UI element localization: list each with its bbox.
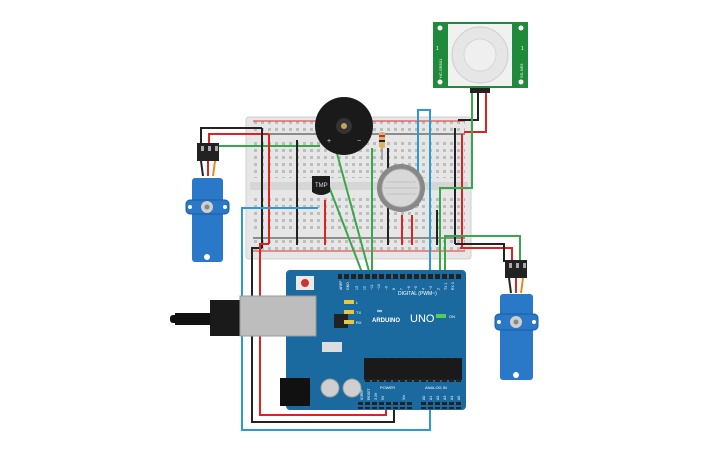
digital-label: DIGITAL (PWM~)	[398, 291, 437, 297]
analog-pin-label: A3	[443, 396, 447, 400]
power-label: POWER	[380, 385, 395, 390]
analog-label: ANALOG IN	[425, 385, 447, 390]
analog-pin-label: A1	[429, 396, 433, 400]
wire-arduino-gnd	[251, 247, 395, 423]
center-channel	[250, 182, 468, 190]
buzzer-minus-label: −	[357, 138, 361, 145]
pir-side-label: SS-NE9	[519, 63, 524, 78]
vin-label: Vin	[402, 395, 406, 400]
wire-left-servo-gnd	[200, 127, 262, 146]
arduino-infinity-logo: ∞	[377, 308, 382, 315]
servo-left[interactable]	[185, 143, 230, 262]
wire-right-servo-vcc	[460, 247, 513, 262]
wire-arduino-5v	[259, 243, 387, 416]
digital-pin-label: 4	[422, 288, 426, 290]
digital-pin-label: RX 0	[451, 282, 455, 290]
digital-pin-label: 13	[355, 286, 359, 290]
wire-pir-signal	[439, 92, 473, 275]
wire-tmp-signal	[324, 175, 364, 276]
analog-pin-label: A2	[436, 396, 440, 400]
gas-sensor[interactable]	[377, 164, 425, 212]
rx-label: RX	[356, 320, 362, 325]
wire-right-servo-gnd	[455, 243, 505, 262]
arduino-uno[interactable]: ∞ ARDUINO UNO ON L TX RX DIGITAL (PWM~) …	[170, 270, 466, 410]
arduino-model: UNO	[410, 313, 435, 325]
tx-label: TX	[356, 310, 361, 315]
digital-pin-label: 8	[392, 288, 396, 290]
pir-left-label: 1	[436, 46, 439, 52]
digital-pin-label: ~11	[370, 284, 374, 290]
tmp-label: TMP	[315, 183, 328, 189]
wire-pir-gnd	[458, 92, 479, 121]
wire-right-servo-signal	[444, 235, 521, 275]
digital-pin-label: ~10	[377, 284, 381, 290]
on-label: ON	[449, 314, 455, 319]
pir-side-label-left: HC-SR501	[438, 58, 443, 78]
reset-button[interactable]	[301, 279, 309, 287]
analog-pin-label: A5	[457, 396, 461, 400]
bottom-power-rail	[253, 238, 465, 251]
analog-header	[420, 402, 462, 409]
bottom-terminal-strip	[253, 194, 465, 232]
analog-pin-label: A0	[422, 396, 426, 400]
wire-blue-tmp	[241, 109, 431, 431]
resistor[interactable]	[379, 132, 385, 160]
analog-pin-label: A4	[450, 396, 454, 400]
temperature-sensor[interactable]: TMP	[312, 176, 330, 195]
pir-motion-sensor[interactable]: 1 1 SS-NE9 HC-SR501	[433, 22, 528, 93]
piezo-buzzer[interactable]: + −	[315, 97, 373, 155]
buzzer-plus-label: +	[327, 138, 331, 145]
digital-pin-label: TX 1	[444, 283, 448, 290]
arduino-brand: ARDUINO	[372, 318, 400, 324]
reset-label: RESET	[367, 387, 371, 400]
digital-pin-label: ~3	[429, 286, 433, 290]
digital-pin-label: 2	[436, 288, 440, 290]
wire-buzzer-signal	[334, 145, 371, 276]
digital-header	[338, 272, 462, 279]
power-jack	[280, 378, 310, 406]
l-label: L	[356, 300, 359, 305]
usb-port	[239, 295, 317, 337]
power-header	[358, 402, 414, 409]
gnd-label: GND	[346, 282, 350, 290]
digital-pin-label: 7	[399, 288, 403, 290]
usb-cable	[175, 313, 210, 325]
v33-label: 3.3V	[374, 392, 378, 400]
wire-left-servo-vcc	[208, 133, 269, 146]
atmega-chip	[364, 358, 462, 380]
digital-pin-label: ~5	[414, 286, 418, 290]
v5-label: 5V	[381, 395, 385, 400]
digital-pin-label: 12	[362, 286, 366, 290]
pir-right-label: 1	[521, 46, 524, 52]
servo-right[interactable]	[494, 260, 539, 380]
ioref-label: IOREF	[360, 389, 364, 400]
digital-pin-label: ~9	[385, 286, 389, 290]
aref-label: AREF	[339, 281, 343, 290]
digital-pin-label: ~6	[407, 286, 411, 290]
wires	[200, 92, 521, 431]
